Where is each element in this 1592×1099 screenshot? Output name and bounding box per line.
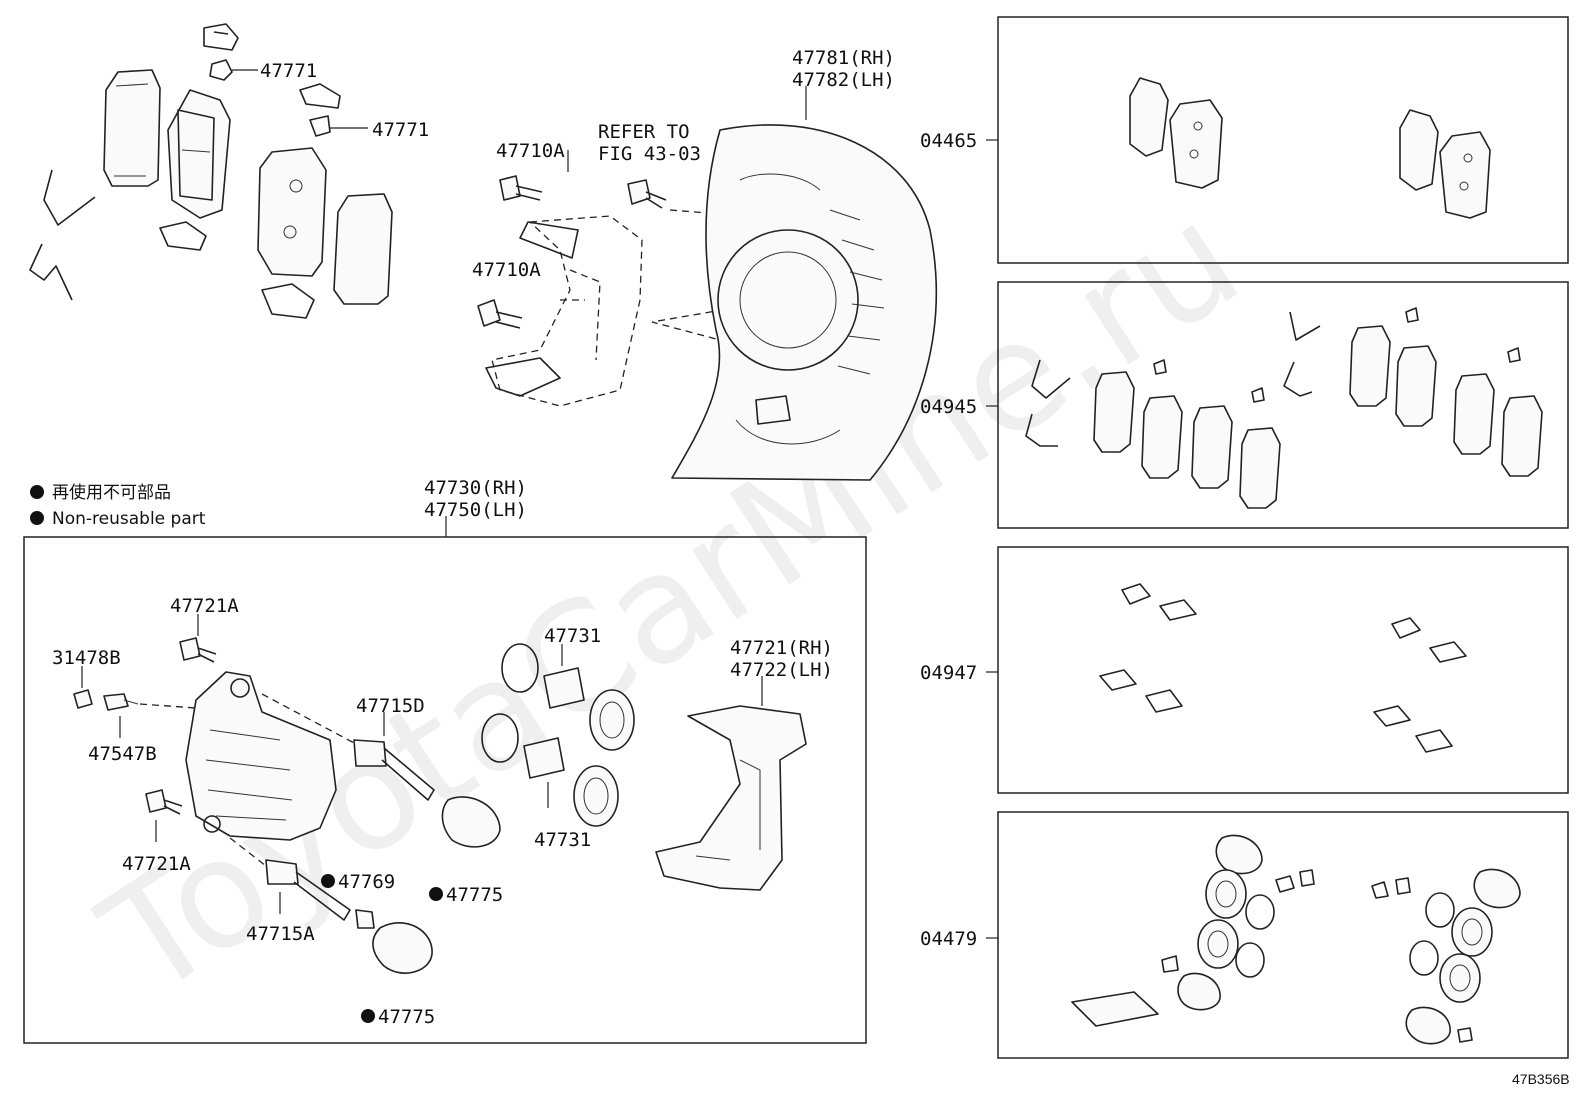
label-47775-lower: 47775 (378, 1006, 435, 1028)
non-reusable-dot-icon (429, 887, 443, 901)
kit-code-04479: 04479 (920, 928, 977, 950)
label-47775-upper: 47775 (446, 884, 503, 906)
label-47721a-bottom: 47721A (122, 853, 191, 875)
kit-box-04479 (997, 811, 1569, 1059)
label-31478b: 31478B (52, 647, 121, 669)
dust-cover-drawing (671, 86, 938, 481)
caliper-assembly-frame (23, 536, 867, 1044)
label-47731-upper: 47731 (544, 625, 601, 647)
kit-04479-drawing (1071, 834, 1521, 1045)
label-47721a-top: 47721A (170, 595, 239, 617)
kit-box-04945 (997, 281, 1569, 529)
kit-04465-drawing (1129, 77, 1491, 219)
legend: 再使用不可部品 Non-reusable part (30, 482, 206, 529)
kit-code-04465: 04465 (920, 130, 977, 152)
legend-en: Non-reusable part (52, 509, 206, 529)
label-47710a-upper: 47710A (496, 140, 565, 162)
label-47715a: 47715A (246, 923, 315, 945)
label-47731-lower: 47731 (534, 829, 591, 851)
caliper-assembly-drawing (73, 614, 807, 974)
kit-04947-drawing (1099, 583, 1467, 753)
label-47782-lh: 47782(LH) (792, 69, 895, 91)
label-47722-lh: 47722(LH) (730, 659, 833, 681)
kit-04945-drawing (1025, 307, 1543, 509)
label-47710a-lower: 47710A (472, 259, 541, 281)
label-47750-lh: 47750(LH) (424, 499, 527, 521)
label-47769: 47769 (338, 871, 395, 893)
label-47771-mid: 47771 (372, 119, 429, 141)
non-reusable-dot-icon (361, 1009, 375, 1023)
refer-line-2: FIG 43-03 (598, 143, 701, 165)
watermark: ToyotaCarMine.ru (74, 171, 1269, 1031)
label-47781-rh: 47781(RH) (792, 47, 895, 69)
legend-jp: 再使用不可部品 (52, 482, 171, 503)
figure-code: 47B356B (1512, 1071, 1570, 1087)
label-47771-top: 47771 (260, 60, 317, 82)
label-47721-rh: 47721(RH) (730, 637, 833, 659)
non-reusable-dot-icon (30, 511, 44, 525)
mounting-bracket-drawing (477, 150, 723, 407)
non-reusable-dot-icon (30, 485, 44, 499)
pad-set-drawing (29, 23, 393, 319)
label-47547b: 47547B (88, 743, 157, 765)
kit-code-04947: 04947 (920, 662, 977, 684)
kit-box-04947 (997, 546, 1569, 794)
part-labels: 47771 47771 47710A 47710A REFER TO FIG 4… (52, 47, 1570, 1087)
refer-line-1: REFER TO (598, 121, 690, 143)
kit-code-04945: 04945 (920, 396, 977, 418)
non-reusable-dot-icon (321, 874, 335, 888)
label-47730-rh: 47730(RH) (424, 477, 527, 499)
label-47715d: 47715D (356, 695, 425, 717)
